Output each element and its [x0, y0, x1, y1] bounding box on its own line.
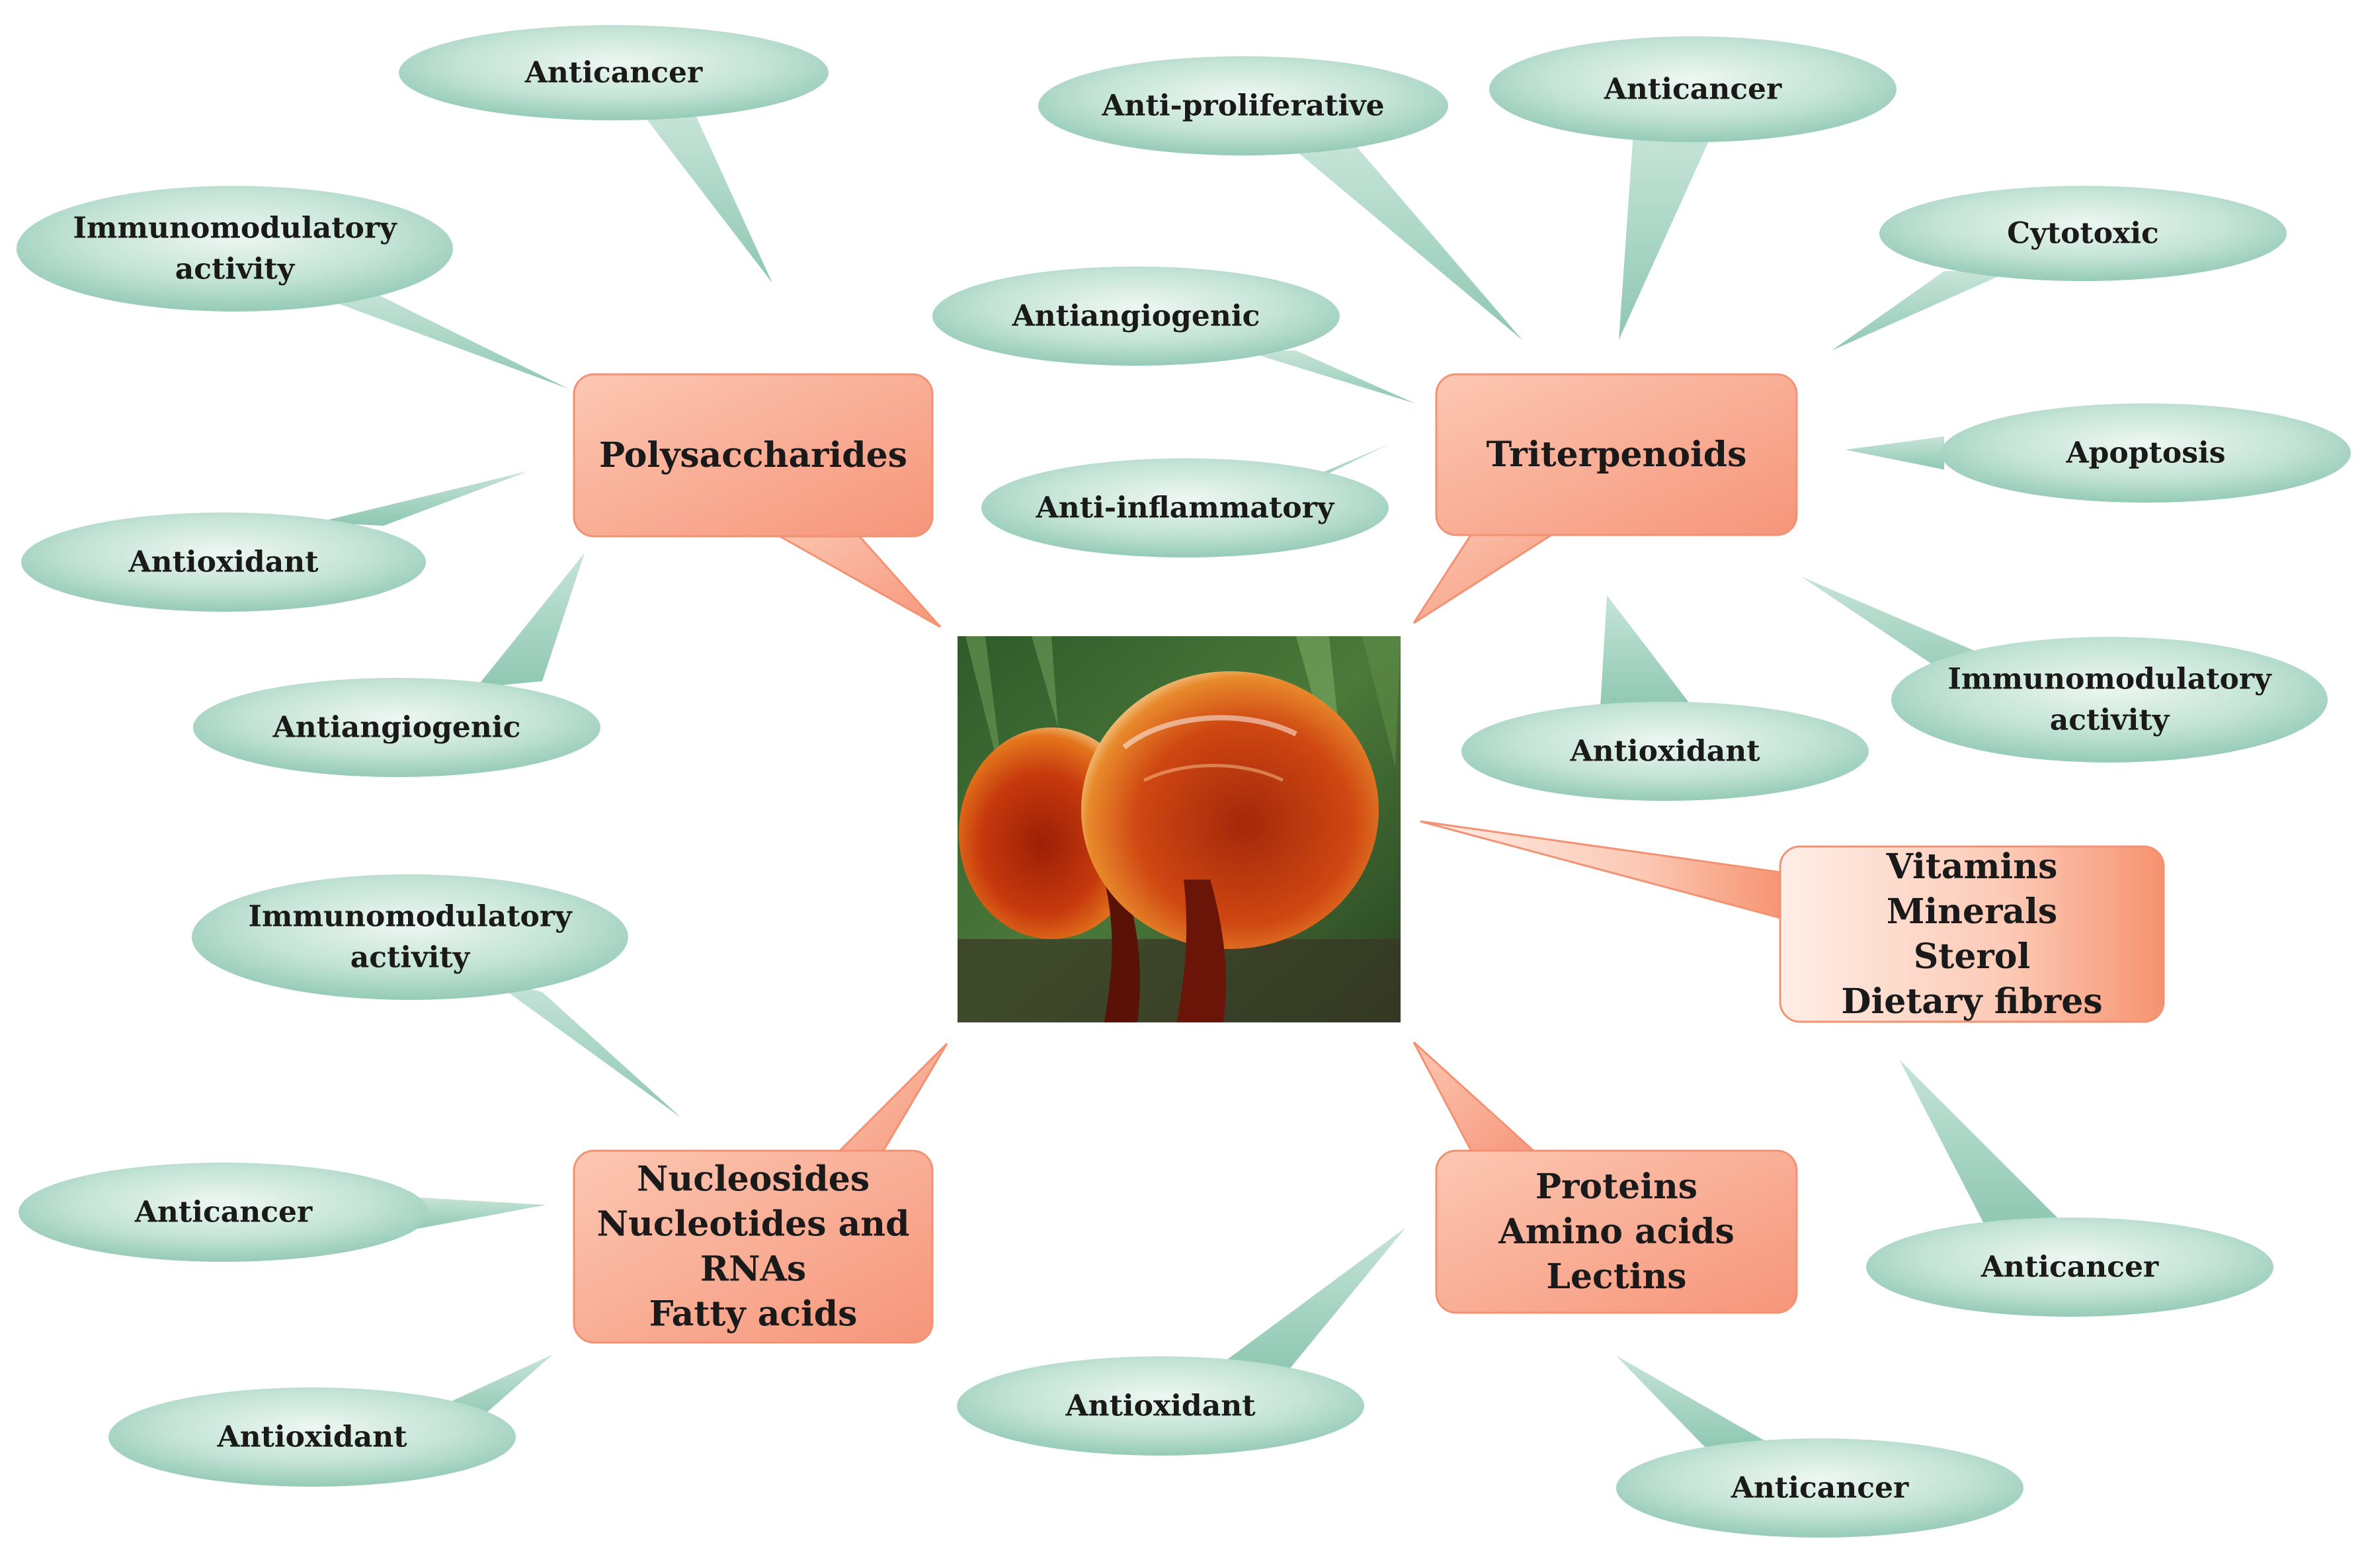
effect-oval-polysaccharides-3 — [193, 678, 600, 777]
effect-callout-tail — [476, 553, 585, 688]
effect-label: Antioxidant — [128, 546, 319, 579]
effect-label: activity — [350, 941, 471, 975]
reishi-mushroom-icon — [958, 636, 1401, 1022]
effect-label: Antioxidant — [216, 1421, 407, 1454]
effect-label: Immunomodulatory — [73, 212, 397, 245]
effect-oval-nucleosides-1 — [19, 1163, 429, 1262]
callout-shapes — [17, 25, 2351, 1538]
effect-callout-tail — [1845, 436, 1944, 470]
compound-label: Sterol — [1914, 936, 2031, 977]
effect-label: Antioxidant — [1569, 735, 1760, 768]
compound-callout-tail — [763, 528, 942, 628]
compound-label: Amino acids — [1498, 1212, 1734, 1252]
compound-box-nucleosides — [573, 1149, 934, 1344]
compound-label: Lectins — [1546, 1257, 1686, 1297]
compound-label: RNAs — [700, 1249, 806, 1290]
effect-oval-proteins-1 — [1616, 1438, 2023, 1538]
effect-label: Anticancer — [524, 56, 703, 90]
effect-oval-triterpenoids-0 — [1038, 56, 1448, 155]
compound-label: Nucleotides and — [597, 1204, 910, 1245]
effect-callout-tail — [1600, 595, 1693, 708]
effect-label: Antioxidant — [1065, 1389, 1256, 1423]
compound-box-triterpenoids — [1435, 373, 1798, 536]
effect-callout-tail — [1899, 1059, 2063, 1223]
compound-callout-tail — [1420, 820, 1787, 921]
effect-oval-nucleosides-2 — [108, 1387, 516, 1487]
effect-label: activity — [175, 253, 296, 286]
effect-oval-proteins-0 — [957, 1356, 1364, 1456]
effect-callout-tail — [1619, 132, 1713, 340]
compound-box-proteins — [1435, 1149, 1798, 1314]
effect-callout-tail — [641, 112, 772, 283]
effect-callout-tail — [304, 291, 569, 389]
compound-callout-tail — [1412, 528, 1565, 624]
effect-callout-tail — [1243, 351, 1415, 403]
effect-callout-tail — [489, 979, 681, 1118]
effect-oval-nucleosides-0 — [192, 874, 628, 1000]
compound-label: Nucleosides — [637, 1159, 870, 1200]
effect-oval-triterpenoids-4 — [1941, 403, 2351, 503]
effect-oval-vitamins-0 — [1866, 1217, 2273, 1317]
effect-callout-tail — [1223, 1227, 1406, 1369]
effect-oval-polysaccharides-0 — [399, 25, 829, 120]
compound-label: Polysaccharides — [599, 435, 907, 475]
compound-label: Triterpenoids — [1487, 434, 1747, 475]
effect-label: Anticancer — [134, 1196, 313, 1229]
effect-callout-tail — [410, 1197, 546, 1230]
effect-callout-tail — [317, 471, 529, 526]
compound-callout-tail — [831, 1042, 948, 1159]
effect-oval-triterpenoids-6 — [1461, 702, 1869, 801]
callout-labels: AnticancerImmunomodulatoryactivityAntiox… — [73, 56, 2272, 1505]
effect-label: Apoptosis — [2066, 436, 2226, 470]
effect-callout-tail — [450, 1354, 553, 1422]
effect-oval-triterpenoids-2 — [1879, 186, 2287, 281]
effect-label: Anti-proliferative — [1101, 89, 1384, 123]
effect-label: Immunomodulatory — [1947, 663, 2272, 696]
effect-label: Anticancer — [1981, 1251, 2159, 1284]
effect-label: activity — [2050, 704, 2170, 737]
effect-label: Cytotoxic — [2007, 217, 2159, 251]
effect-oval-polysaccharides-2 — [21, 513, 426, 612]
effect-oval-triterpenoids-5 — [981, 458, 1389, 557]
compound-label: Fatty acids — [649, 1294, 858, 1335]
effect-label: Anti-inflammatory — [1036, 491, 1335, 525]
effect-label: Anticancer — [1604, 73, 1782, 106]
effect-callout-tail — [1289, 145, 1522, 340]
effect-oval-triterpenoids-1 — [1489, 36, 1897, 142]
compound-label: Proteins — [1535, 1167, 1697, 1207]
compound-callout-tail — [1412, 1041, 1543, 1159]
compound-label: Dietary fibres — [1841, 981, 2102, 1022]
compound-box-vitamins — [1779, 845, 2165, 1023]
effect-oval-triterpenoids-7 — [1891, 637, 2328, 763]
effect-label: Anticancer — [1731, 1471, 1909, 1505]
effect-callout-tail — [1616, 1356, 1772, 1448]
compound-label: Minerals — [1887, 891, 2057, 932]
effect-label: Antiangiogenic — [1012, 300, 1260, 333]
effect-label: Antiangiogenic — [272, 711, 521, 745]
compound-box-polysaccharides — [573, 373, 934, 538]
effect-oval-polysaccharides-1 — [17, 186, 453, 311]
effect-label: Immunomodulatory — [248, 900, 573, 934]
effect-oval-triterpenoids-3 — [932, 267, 1340, 366]
effect-callout-tail — [1832, 271, 2010, 351]
compound-label: Vitamins — [1886, 846, 2058, 887]
callout-tails — [304, 112, 2063, 1448]
